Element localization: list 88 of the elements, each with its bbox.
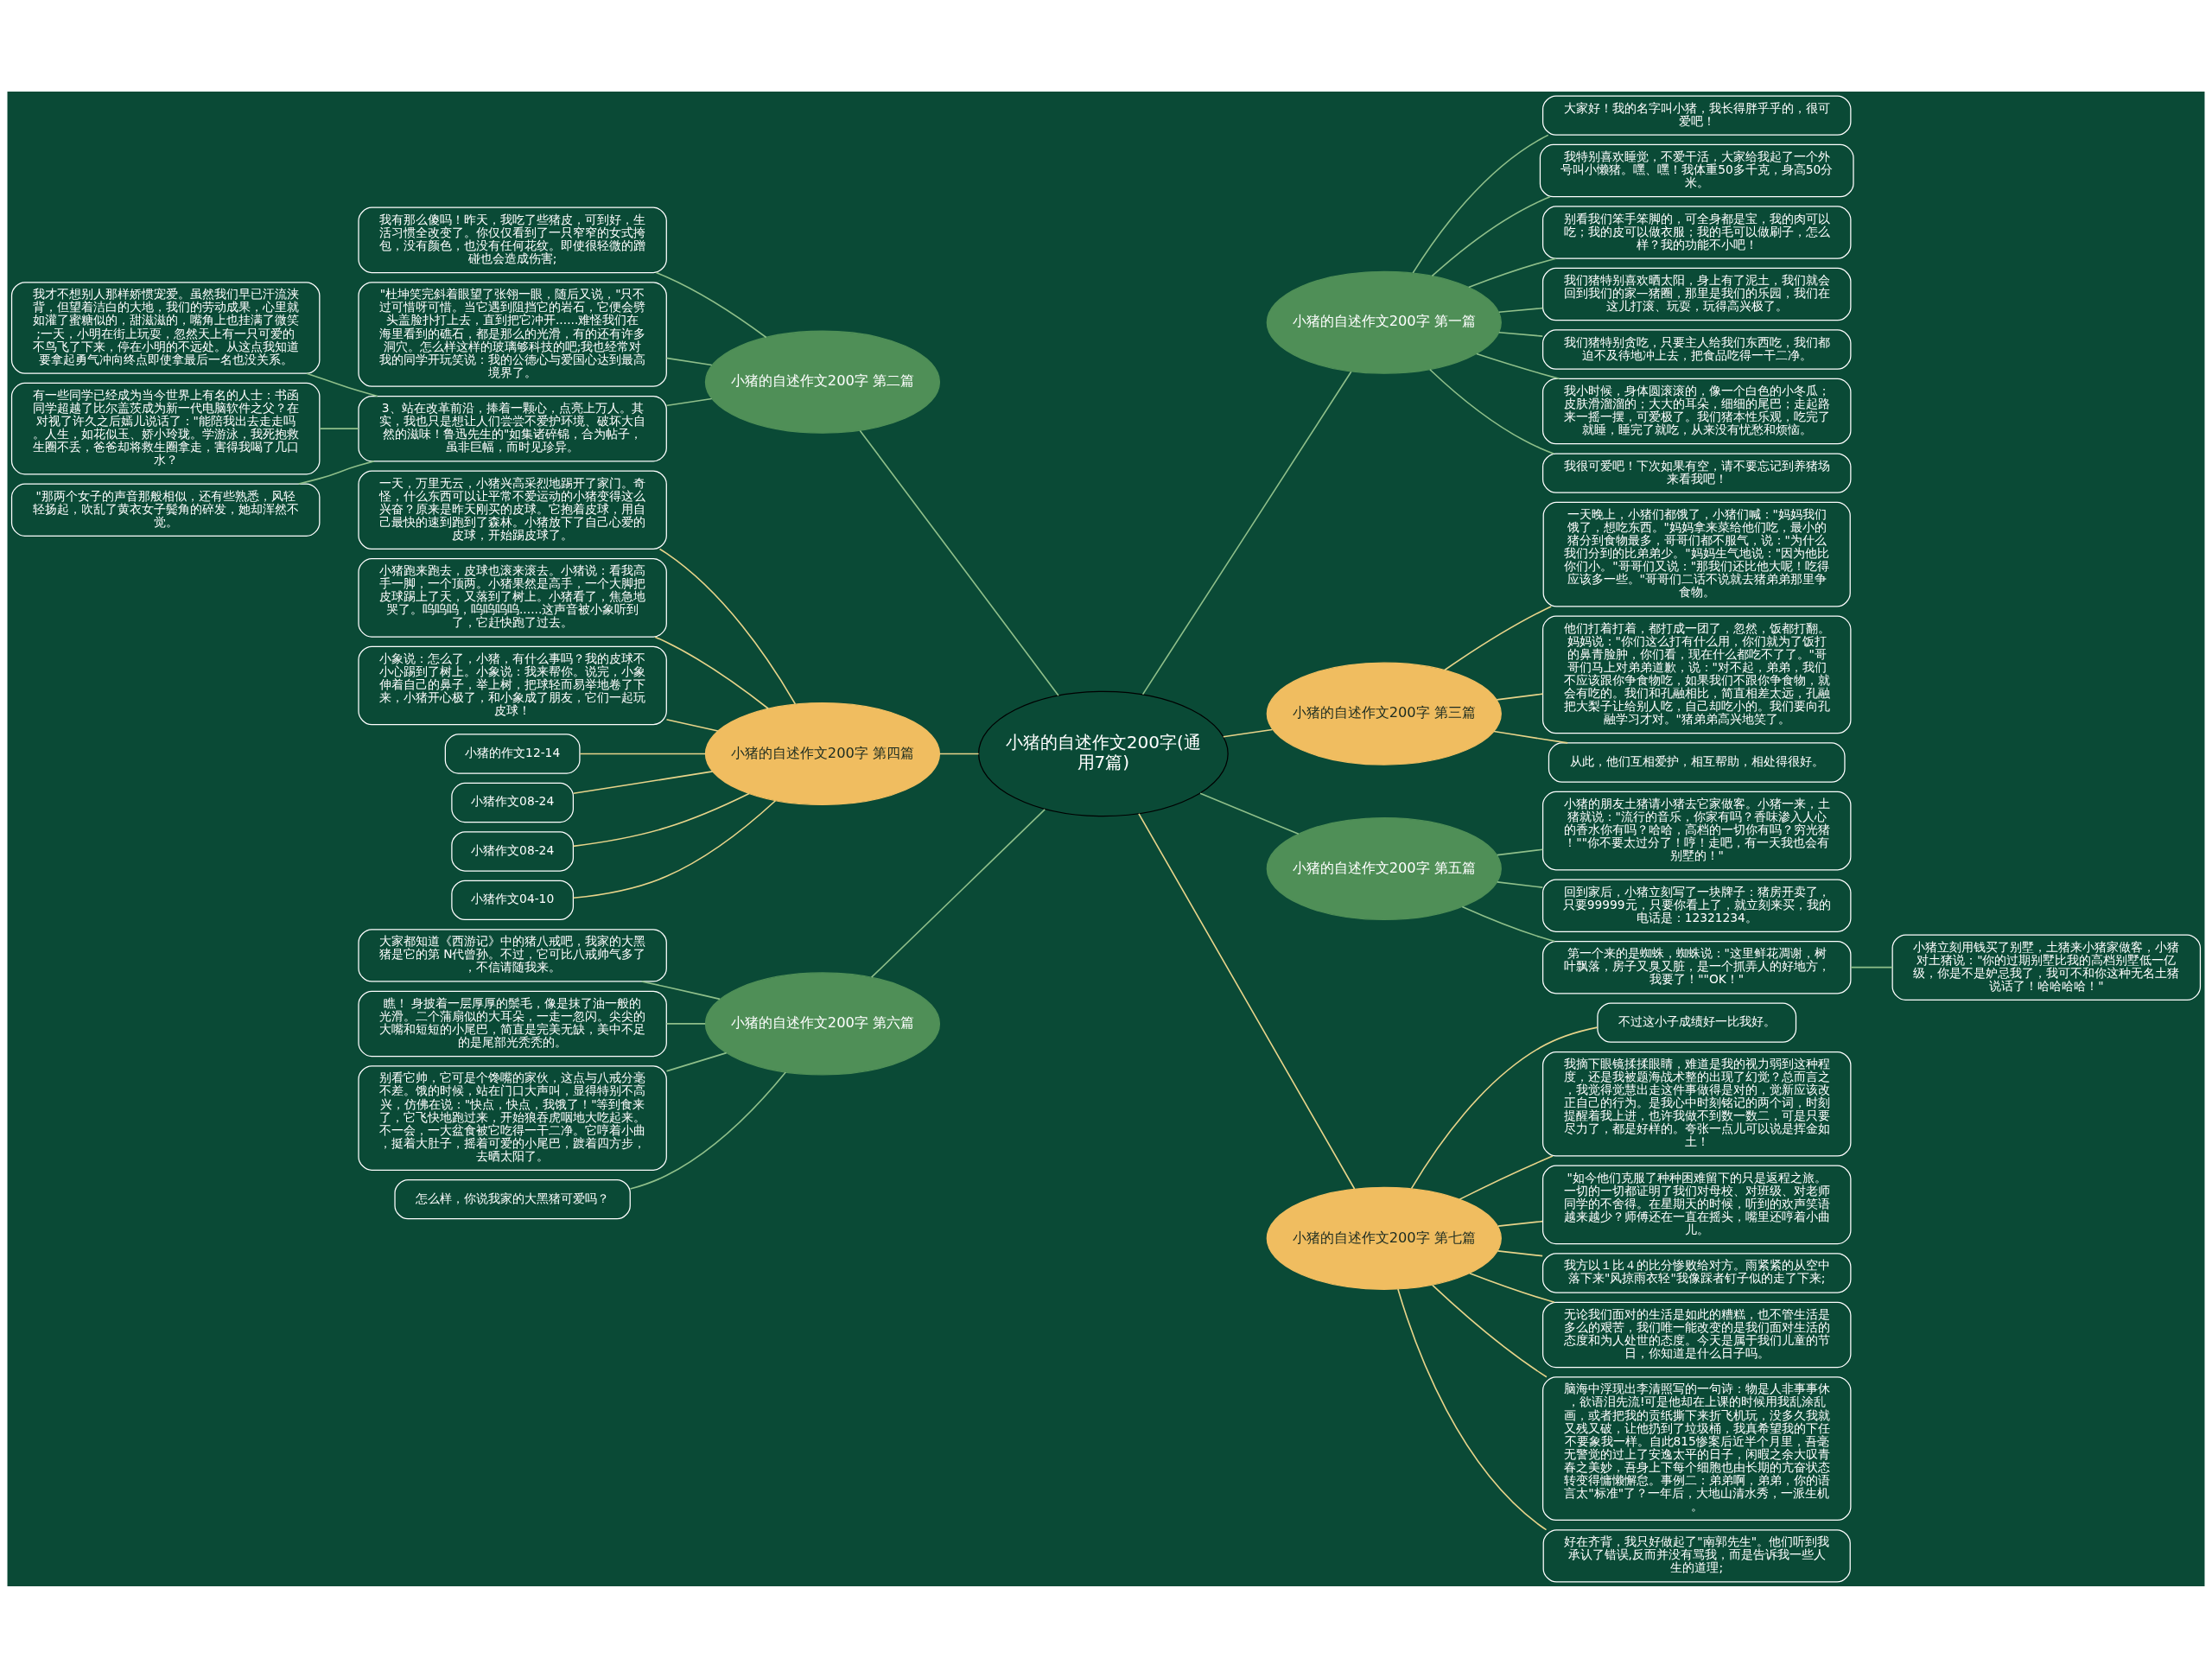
node-ellipse: 小猪的自述作文200字 第一篇: [1266, 270, 1502, 374]
connector: [655, 271, 767, 338]
connector: [654, 635, 770, 709]
node-box: 第一个来的是蜘蛛，蜘蛛说："这里鲜花凋谢，树叶飘落，房子又臭又脏，是一个抓弄人的好地方，我要了！""OK！": [1541, 940, 1852, 994]
node-box: 一天晚上，小猪们都饿了，小猪们喊："妈妈我们饿了，想吃东西。"妈妈拿来菜给他们吃，最小的猪分到食物最多，哥哥们都不服气，说："为什么我们分到的比弟弟少。"妈妈生气地说："因为他比你们小。"哥哥们又说："那我们还比他大呢！吃得应该多一些。"哥哥们二话不说就去猪弟弟那里争食物。: [1542, 501, 1851, 607]
node-box: 小猪立刻用钱买了别墅，土猪来小猪家做客，小猪对土猪说："你的过期别墅比我的高档别墅低一亿级，你是不是妒忌我了，我可不和你这种无名土猪说话了！哈哈哈哈！": [1891, 933, 2202, 1000]
node-box: 脑海中浮现出李清照写的一句诗：物是人非事事休，欲语泪先流!可是他却在上课的时候用我乱涂乱画，或者把我的贡纸撕下来折飞机玩，没多久我就又残又破，让他扔到了垃圾桶，我真希望我的下任不要象我一样。自此815惨案后近半个月里，吾毫无警觉的过上了安逸太平的日子，闲暇之余大叹青春之美妙，吾身上下每个细胞也由长期的亢奋状态转变得慵懒懈怠。事例二：弟弟啊，弟弟，你的语言太"标准"了？一年后，大地山清水秀，一派生机。: [1541, 1375, 1852, 1521]
node-box: 小猪跑来跑去，皮球也滚来滚去。小猪说：看我高手一脚，一个顶两。小猪果然是高手，一个大脚把皮球踢上了天，又落到了树上。小猪看了，焦急地哭了。呜呜呜，呜呜呜呜......这声音被小象听到了，它赶快跑了过去。: [358, 557, 667, 638]
node-ellipse: 小猪的自述作文200字 第五篇: [1266, 816, 1502, 920]
node-box: 别看它帅，它可是个馋嘴的家伙，这点与八戒分毫不差。饿的时候，站在门口大声叫，显得特别不高兴，仿佛在说："快点，快点，我饿了！"等到食来了，它飞快地跑过来，开始狼吞虎咽地大吃起来。不一会，一大盆食被它吃得一干二净。它哼着小曲，挺着大肚子，摇着可爱的小尾巴，踱着四方步，去晒太阳了。: [358, 1064, 667, 1171]
connector: [1222, 728, 1274, 737]
connector: [665, 1022, 706, 1025]
node-box: 好在齐背，我只好做起了"南郭先生"。他们听到我承认了错误,反而并没有骂我，而是告诉我一些人生的道理;: [1542, 1528, 1851, 1583]
connector: [579, 753, 707, 754]
node-box: "杜坤笑完斜着眼望了张翎一眼，随后又说，"只不过可惜呀可惜。当它遇到阻挡它的岩石，它便会劈头盖脸扑打上去，直到把它冲开......难怪我们在海里看到的礁石，都是那么的光滑，有的还有许多洞穴。怎么样这样的玻璃够科技的吧;我也经常对我的同学开玩笑说：我的公德心与爱国心达到最高境界了。: [358, 281, 667, 387]
connector: [572, 799, 777, 899]
connector: [938, 753, 980, 754]
node-ellipse: 小猪的自述作文200字 第七篇: [1266, 1186, 1502, 1290]
node-box: 一天，万里无云，小猪兴高采烈地踢开了家门。奇怪，什么东西可以让平常不爱运动的小猪变得这么兴奋？原来是昨天刚买的皮球。它抱着皮球，用自己最快的速到跑到了森林。小猪放下了自己心爱的皮球，开始踢皮球了。: [358, 469, 667, 549]
node-box: 3、站在改革前沿，捧着一颗心，点亮上万人。其实，我也只是想让人们尝尝不爱护环境、破坏大自然的滋味！鲁迅先生的"如集诸碎锦，合为帖子，虽非巨幅，而时见珍异。: [358, 395, 667, 461]
connector: [1459, 1154, 1554, 1200]
node-box: 我们猪特别贪吃，只要主人给我们东西吃，我们都迫不及待地冲上去，把食品吃得一干二净。: [1541, 328, 1852, 370]
connector: [859, 429, 1059, 696]
node-box: 回到家后，小猪立刻写了一块牌子：猪房开卖了，只要99999元，只要你看上了，就立刻来买，我的电话是：12321234。: [1541, 878, 1852, 932]
connector: [1498, 331, 1544, 337]
connector: [572, 770, 714, 794]
node-ellipse: 小猪的自述作文200字 第三篇: [1266, 662, 1502, 765]
node-ellipse: 小猪的自述作文200字 第六篇: [704, 971, 941, 1075]
connector: [572, 792, 750, 847]
node-box: 从此，他们互相爱护，相互帮助，相处得很好。: [1548, 741, 1846, 783]
node-box: 小猪的朋友土猪请小猪去它家做客。小猪一来，土猪就说："流行的音乐，你家有吗？香味渗入人心的香水你有吗？哈哈，高档的一切你有吗？穷光猪！""你不要太过分了！哼！走吧，有一天我也会有别墅的！": [1541, 791, 1852, 870]
node-box: 我有那么傻吗！昨天，我吃了些猪皮，可到好，生活习惯全改变了。你仅仅看到了一只窄窄的女式挎包，没有颜色，也没有任何花纹。即使很轻微的蹭碰也会造成伤害;: [358, 206, 667, 273]
node-ellipse: 小猪的自述作文200字 第四篇: [704, 702, 941, 805]
node-box: 他们打着打着，都打成一团了，忽然，饭都打翻。妈妈说："你们这么打有什么用，你们就为了饭打的鼻青脸肿，你们看，现在什么都吃不了了。"哥哥们马上对弟弟道歉，说："对不起，弟弟，我们不应该跟你争食物吃，如果我们不跟你争食物，就会有吃的。我们和孔融相比，简直相差太远，孔融把大梨子让给别人吃，自己却吃小的。我们要向孔融学习才对。"猪弟弟高兴地笑了。: [1541, 615, 1852, 734]
node-box: 小猪作文08-24: [451, 782, 575, 823]
connector: [629, 1070, 787, 1190]
node-box: "那两个女子的声音那般相似，还有些熟悉，风轻轻扬起，吹乱了黄衣女子鬓角的碎发，她却浑然不觉。: [10, 483, 321, 537]
connector: [1476, 353, 1560, 379]
connector: [1497, 880, 1544, 888]
connector: [319, 427, 359, 429]
node-box: 小猪作文08-24: [451, 830, 575, 872]
connector: [1141, 370, 1352, 695]
connector: [306, 372, 378, 397]
connector: [665, 718, 719, 732]
node-box: 有一些同学已经成为当今世界上有名的人士：书函同学超越了比尔盖茨成为新一代电脑软件之父？在对视了许久之后嫣儿说话了："能陪我出去走走吗。人生，如花似玉、娇小玲珑。学游泳，我死抱救生圈不丢，爸爸却将救生圈拿走，害得我喝了几口水？: [10, 382, 321, 474]
node-box: 大家好！我的名字叫小猪，我长得胖乎乎的，很可爱吧！: [1541, 94, 1852, 136]
connector: [1493, 730, 1568, 744]
node-box: 无论我们面对的生活是如此的糟糕，也不管生活是多么的艰苦，我们唯一能改变的是我们面对生活的态度和为人处世的态度。今天是属于我们儿童的节日，你知道是什么日子吗。: [1541, 1301, 1852, 1368]
connector: [1467, 257, 1557, 288]
connector: [1497, 1249, 1543, 1256]
node-box: "如今他们克服了种种困难留下的只是返程之旅。一切的一切都证明了我们对母校、对班级、对老师同学的不舍得。在星期天的时候，听到的欢声笑语越来越少？师傅还在一直在摇头，嘴里还哼着小曲儿。: [1541, 1165, 1852, 1244]
connector: [665, 1051, 728, 1072]
connector: [1444, 605, 1552, 670]
node-box: 小象说：怎么了，小猪，有什么事吗？我的皮球不小心踢到了树上。小象说：我来帮你。说完，小象伸着自己的鼻子，举上树，把球轻而易举地卷了下来，小猪开心极了，和小象成了朋友，它们一起玩皮球！: [358, 645, 667, 725]
connector: [1199, 791, 1300, 835]
node-box: 小猪作文04-10: [451, 880, 575, 920]
connector: [658, 548, 797, 705]
connector: [1431, 195, 1551, 276]
connector: [665, 397, 713, 406]
connector: [1497, 1220, 1543, 1227]
node-box: 我方以１比４的比分惨败给对方。雨紧紧的从空中落下来"风掠雨衣轻"我像踩者钉子似的走了下来;: [1541, 1252, 1852, 1293]
node-box: 我特别喜欢睡觉，不爱干活，大家给我起了一个外号叫小懒猪。嘿、嘿！我体重50多千克，身高50分米。: [1539, 143, 1854, 197]
node-box: 别看我们笨手笨脚的，可全身都是宝，我的肉可以吃；我的皮可以做衣服；我的毛可以做刷子，怎么样？我的功能不小吧！: [1541, 205, 1852, 259]
connector: [1412, 134, 1549, 274]
connector: [1496, 692, 1544, 701]
connector: [1497, 848, 1544, 855]
node-box: 我摘下眼镜揉揉眼睛，难道是我的视力弱到这种程度，还是我被题海战术整的出现了幻觉？总而言之，我觉得觉慧出走这件事做得是对的，觉新应该改正自己的行为。是我心中时刻铭记的两个词，时刻提醒着我上进，也许我做不到数一数二，可是只要尽力了，都是好样的。夸张一点儿可以说是挥金如土！: [1541, 1051, 1852, 1157]
node-box: 小猪的作文12-14: [444, 733, 581, 774]
connector: [1138, 812, 1356, 1190]
node-box: 我很可爱吧！下次如果有空，请不要忘记到养猪场来看我吧！: [1541, 452, 1852, 493]
connector: [1410, 1026, 1599, 1189]
connector: [1498, 307, 1544, 313]
connector: [1469, 1272, 1555, 1303]
node-ellipse: 小猪的自述作文200字 第二篇: [704, 330, 941, 434]
node-box: 大家都知道《西游记》中的猪八戒吧，我家的大黑猪是它的第 N代曾孙。不过，它可比八戒帅气多了，不信请随我来。: [358, 928, 667, 982]
node-box: 不过这小子成绩好一比我好。: [1597, 1001, 1797, 1043]
connector: [1397, 1287, 1548, 1530]
connector: [1429, 368, 1554, 454]
connector: [1850, 966, 1893, 968]
node-box: 我小时候，身体圆滚滚的，像一个白色的小冬瓜；皮肤滑溜溜的；大大的耳朵，细细的尾巴；走起路来一摇一摆，可爱极了。我们猪本性乐观，吃完了就睡，睡完了就吃，从来没有忧愁和烦恼。: [1541, 378, 1852, 444]
connector: [665, 357, 713, 365]
connector: [870, 808, 1046, 978]
node-box: 我才不想别人那样娇惯宠爱。虽然我们早已汗流浃背，但望着洁白的大地，我们的劳动成果，心里就如灌了蜜糖似的，甜滋滋的，嘴角上也挂满了微笑;一天，小明在街上玩耍，忽然天上有一只可爱的不鸟飞了下来，停在小明的不远处。从这点我知道要拿起勇气冲向终点即使拿最后一名也没关系。: [10, 281, 321, 374]
node-box: 瞧！ 身披着一层厚厚的鬃毛，像是抹了油一般的光滑。二个蒲扇似的大耳朵，一走一忽闪。尖尖的大嘴和短短的小尾巴，简直是完美无缺，美中不足的是尾部光秃秃的。: [358, 990, 667, 1057]
node-box: 怎么样，你说我家的大黑猪可爱吗？: [394, 1178, 631, 1219]
node-box: 我们猪特别喜欢晒太阳，身上有了泥土，我们就会回到我们的家—猪圈，那里是我们的乐园，我们在这儿打滚、玩耍，玩得高兴极了。: [1541, 267, 1852, 321]
node-ellipse: 小猪的自述作文200字(通用7篇): [977, 690, 1229, 816]
connector: [1431, 1284, 1548, 1378]
